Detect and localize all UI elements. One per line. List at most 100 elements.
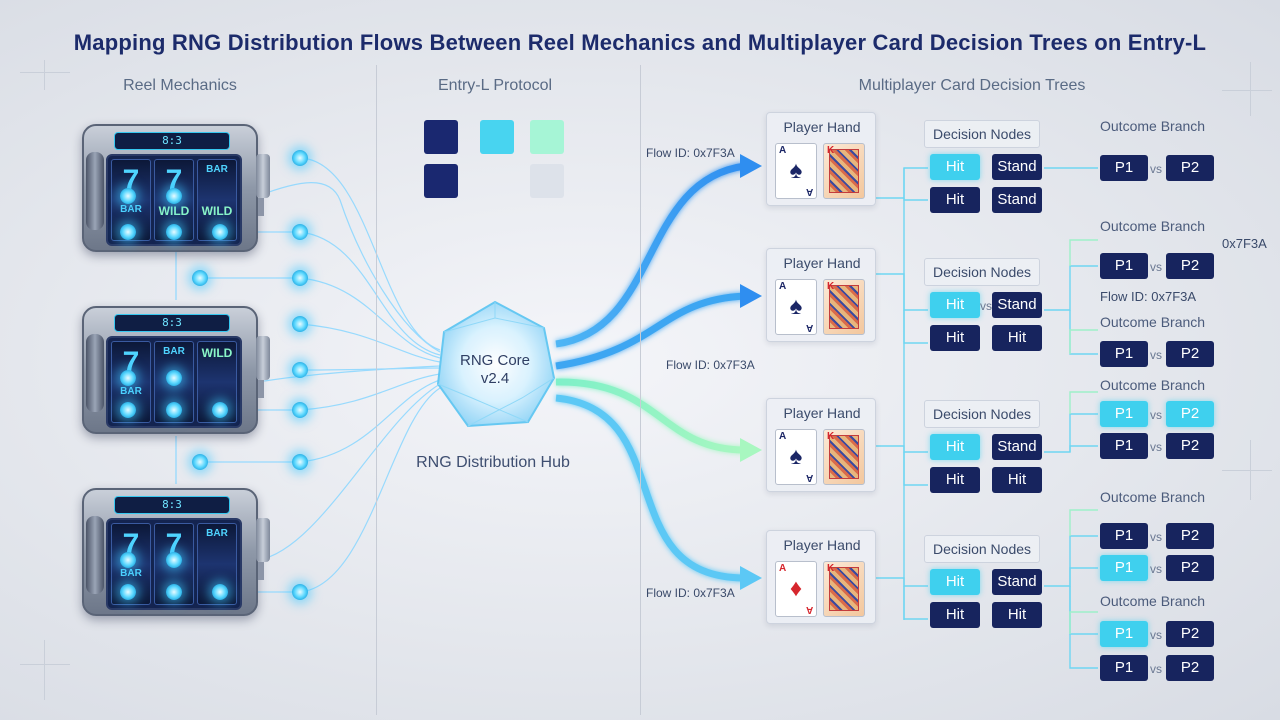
rng-node[interactable] — [212, 584, 228, 600]
rng-node[interactable] — [120, 188, 136, 204]
slot-lever[interactable] — [256, 336, 270, 380]
rng-node[interactable] — [292, 362, 308, 378]
gem-icon — [436, 300, 556, 428]
slot-side-panel — [86, 516, 104, 594]
rng-node[interactable] — [292, 316, 308, 332]
rng-node[interactable] — [292, 402, 308, 418]
decision-hit-button[interactable]: Hit — [930, 602, 980, 628]
p2-button[interactable]: P2 — [1166, 401, 1214, 427]
rng-node[interactable] — [292, 150, 308, 166]
p1-button[interactable]: P1 — [1100, 341, 1148, 367]
card-suit-icon: ♦ — [789, 575, 803, 602]
rng-node[interactable] — [166, 370, 182, 386]
slot-marquee: 8:3 — [114, 496, 230, 514]
reel-symbol: BAR — [120, 386, 142, 397]
slot-lever[interactable] — [256, 154, 270, 198]
core-version: v2.4 — [480, 370, 510, 387]
reel-symbol: WILD — [201, 204, 233, 218]
p1-button[interactable]: P1 — [1100, 621, 1148, 647]
rng-node[interactable] — [166, 584, 182, 600]
flow-arrowheads — [740, 154, 762, 590]
vs-label: vs — [1150, 530, 1162, 544]
slot-lever-base — [258, 562, 264, 580]
rng-node[interactable] — [166, 552, 182, 568]
p1-button[interactable]: P1 — [1100, 401, 1148, 427]
decision-stand-button[interactable]: Stand — [992, 569, 1042, 595]
p2-button[interactable]: P2 — [1166, 523, 1214, 549]
vs-label: vs — [1150, 260, 1162, 274]
rng-node[interactable] — [120, 584, 136, 600]
decision-hit-button[interactable]: Hit — [992, 325, 1042, 351]
card-rank: A — [805, 322, 813, 333]
decision-stand-button[interactable]: Stand — [992, 292, 1042, 318]
rng-node[interactable] — [120, 224, 136, 240]
decision-hit-button[interactable]: Hit — [992, 602, 1042, 628]
decision-hit-button[interactable]: Hit — [930, 187, 980, 213]
vs-label: vs — [1150, 662, 1162, 676]
playing-card: A♦A — [775, 561, 817, 617]
p1-button[interactable]: P1 — [1100, 523, 1148, 549]
hex-label: 0x7F3A — [1222, 236, 1267, 251]
section-label-protocol: Entry-L Protocol — [437, 77, 553, 94]
decision-stand-button[interactable]: Stand — [992, 434, 1042, 460]
p1-button[interactable]: P1 — [1100, 555, 1148, 581]
p1-button[interactable]: P1 — [1100, 655, 1148, 681]
rng-node[interactable] — [292, 270, 308, 286]
p2-button[interactable]: P2 — [1166, 655, 1214, 681]
decision-hit-button[interactable]: Hit — [930, 569, 980, 595]
section-label-reel: Reel Mechanics — [123, 77, 237, 94]
flow-id-label: Flow ID: 0x7F3A — [1100, 289, 1197, 304]
decision-hit-button[interactable]: Hit — [930, 434, 980, 460]
p2-button[interactable]: P2 — [1166, 621, 1214, 647]
rng-node[interactable] — [166, 402, 182, 418]
p2-button[interactable]: P2 — [1166, 253, 1214, 279]
rng-node[interactable] — [166, 224, 182, 240]
vs-label: vs — [1150, 628, 1162, 642]
crosshair-decoration — [1250, 62, 1251, 116]
decision-hit-button[interactable]: Hit — [930, 325, 980, 351]
protocol-swatch — [530, 164, 564, 198]
slot-marquee: 8:3 — [114, 314, 230, 332]
decision-hit-button[interactable]: Hit — [930, 154, 980, 180]
p2-button[interactable]: P2 — [1166, 433, 1214, 459]
rng-node[interactable] — [292, 584, 308, 600]
rng-node[interactable] — [292, 454, 308, 470]
rng-node[interactable] — [120, 552, 136, 568]
p2-button[interactable]: P2 — [1166, 341, 1214, 367]
p2-button[interactable]: P2 — [1166, 555, 1214, 581]
decision-hit-button[interactable]: Hit — [930, 292, 980, 318]
rng-node[interactable] — [166, 188, 182, 204]
p2-button[interactable]: P2 — [1166, 155, 1214, 181]
playing-card: A♠A — [775, 279, 817, 335]
outcome-branch-label: Outcome Branch — [1100, 593, 1206, 609]
p1-button[interactable]: P1 — [1100, 253, 1148, 279]
reel-symbol: WILD — [201, 346, 233, 360]
rng-node[interactable] — [212, 402, 228, 418]
rng-node[interactable] — [120, 370, 136, 386]
decision-stand-button[interactable]: Stand — [992, 154, 1042, 180]
rng-node[interactable] — [192, 454, 208, 470]
player-hand-label: Player Hand — [783, 119, 861, 135]
slot-lever[interactable] — [256, 518, 270, 562]
p1-button[interactable]: P1 — [1100, 155, 1148, 181]
decision-hit-button[interactable]: Hit — [992, 467, 1042, 493]
rng-node[interactable] — [120, 402, 136, 418]
rng-node[interactable] — [192, 270, 208, 286]
playing-card-face: K — [823, 279, 865, 335]
p1-button[interactable]: P1 — [1100, 433, 1148, 459]
rng-core[interactable]: RNG Core v2.4 — [432, 298, 558, 434]
card-rank: A — [779, 563, 787, 574]
decision-hit-button[interactable]: Hit — [930, 467, 980, 493]
decision-stand-button[interactable]: Stand — [992, 187, 1042, 213]
rng-node[interactable] — [292, 224, 308, 240]
vs-label: vs — [1150, 162, 1162, 176]
reel-symbol: BAR — [163, 346, 185, 357]
playing-card-face: K — [823, 561, 865, 617]
rng-node[interactable] — [212, 224, 228, 240]
